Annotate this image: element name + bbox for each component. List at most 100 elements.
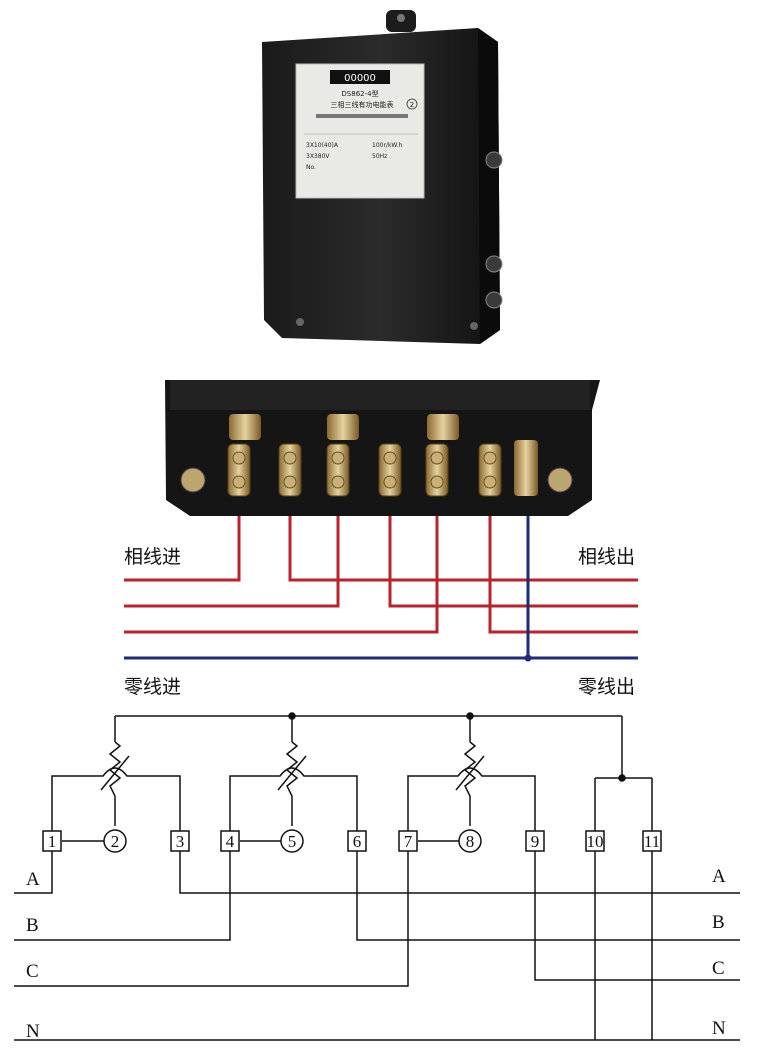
meter-counter: 00000 [344,73,376,84]
meter-spec-freq: 50Hz [372,153,387,160]
label-phase-in: 相线进 [124,546,181,568]
voltage-coil [285,741,299,826]
label-neutral-in: 零线进 [124,676,181,698]
meter-class: 2 [410,101,414,109]
supply-lines [14,712,740,1041]
terminal-block [165,380,600,516]
terminal-7: 7 [398,830,418,852]
screw-head [430,475,444,489]
line-label-left: C [26,961,39,982]
terminal-8: 8 [458,829,482,853]
meter-spec-constant: 100r/kW.h [372,142,403,149]
screw-head [283,475,297,489]
line-c-out [534,851,740,981]
screw-head [430,451,444,465]
schematic: 1 2 3 4 5 6 7 8 9 10 11 [14,712,740,1041]
line-label-right: N [712,1018,726,1039]
meter-name: 三相三线有功电能表 [331,100,394,109]
screw-head [283,451,297,465]
terminal-1: 1 [42,830,62,852]
meter-serial-label: No. [306,164,316,171]
terminal-label: 1 [48,832,57,851]
terminal-label: 6 [353,832,362,851]
aux-screw-left [180,467,206,493]
terminal-label: 9 [531,832,540,851]
line-label-right: B [712,912,725,933]
energy-meter: 00000 DS862-4型 三相三线有功电能表 2 3X10(40)A 100… [262,10,503,344]
screw-head [383,451,397,465]
terminal-label: 10 [587,832,604,851]
line-b-out [356,851,740,941]
terminals: 1 2 3 4 5 6 7 8 9 10 11 [42,829,662,853]
wire-phase-b-in [124,516,340,608]
line-label-left: N [26,1021,40,1042]
current-coil [229,767,358,834]
photo-wires [124,516,638,662]
coil-arrow [277,755,307,791]
coil-arrow [100,755,130,791]
line-label-right: C [712,958,725,979]
neutral-junction [524,654,532,662]
upper-screw [327,414,359,440]
terminal-4: 4 [220,830,240,852]
screw-head [331,451,345,465]
label-phase-out: 相线出 [578,546,635,568]
screw-head [483,451,497,465]
terminal-screws [180,414,573,497]
voltage-coil [463,741,477,826]
line-label-right: A [712,866,726,887]
terminal-label: 4 [226,832,235,851]
terminal-label: 7 [404,832,413,851]
terminal-9: 9 [525,830,545,852]
meter-element-2 [229,716,358,842]
meter-model: DS862-4型 [341,89,378,98]
rotor-window [316,114,408,118]
terminal-2: 2 [103,829,127,853]
line-b-in [14,851,231,941]
terminal-label: 2 [111,832,120,851]
wire-phase-c-in [124,516,439,634]
voltage-coil [108,741,122,826]
meter-elements [51,716,536,842]
meter-spec-voltage: 3X380V [306,153,330,160]
label-neutral-out: 零线出 [578,676,635,698]
screw-head [383,475,397,489]
screw-head [232,451,246,465]
current-coil [51,767,181,834]
terminal-label: 8 [466,832,475,851]
wire-phase-b-out [388,516,638,608]
terminal-label: 3 [176,832,185,851]
aux-screw-right [547,467,573,493]
counter-window [330,70,390,84]
terminal-label: 5 [288,832,297,851]
meter-face-plate: 00000 DS862-4型 三相三线有功电能表 2 3X10(40)A 100… [295,63,425,199]
line-label-left: A [26,869,40,890]
bus-junction [618,774,626,782]
screw-head [483,475,497,489]
terminal-11: 11 [642,830,662,852]
coil-arrow [455,755,485,791]
bus-junction [466,712,474,720]
wire-phase-c-out [488,516,638,634]
line-labels: A B C N A B C N [26,866,726,1042]
current-coil [407,767,536,834]
terminal-10: 10 [585,830,605,852]
terminal-3: 3 [170,830,190,852]
terminal-5: 5 [280,829,304,853]
upper-screw [427,414,459,440]
class-circle [406,98,418,110]
meter-spec-current: 3X10(40)A [306,142,339,149]
line-a-out [179,851,740,894]
wiring-illustration: 相线进 相线出 零线进 零线出 [124,516,638,698]
neutral-clamp [514,440,538,496]
terminal-6: 6 [347,830,367,852]
line-label-left: B [26,915,39,936]
wire-phase-a-in [124,516,241,582]
screw-head [331,475,345,489]
screw-head [232,475,246,489]
line-a-in [14,851,53,894]
meter-element-3 [407,716,536,842]
meter-element-1 [51,716,181,842]
upper-screw [229,414,261,440]
